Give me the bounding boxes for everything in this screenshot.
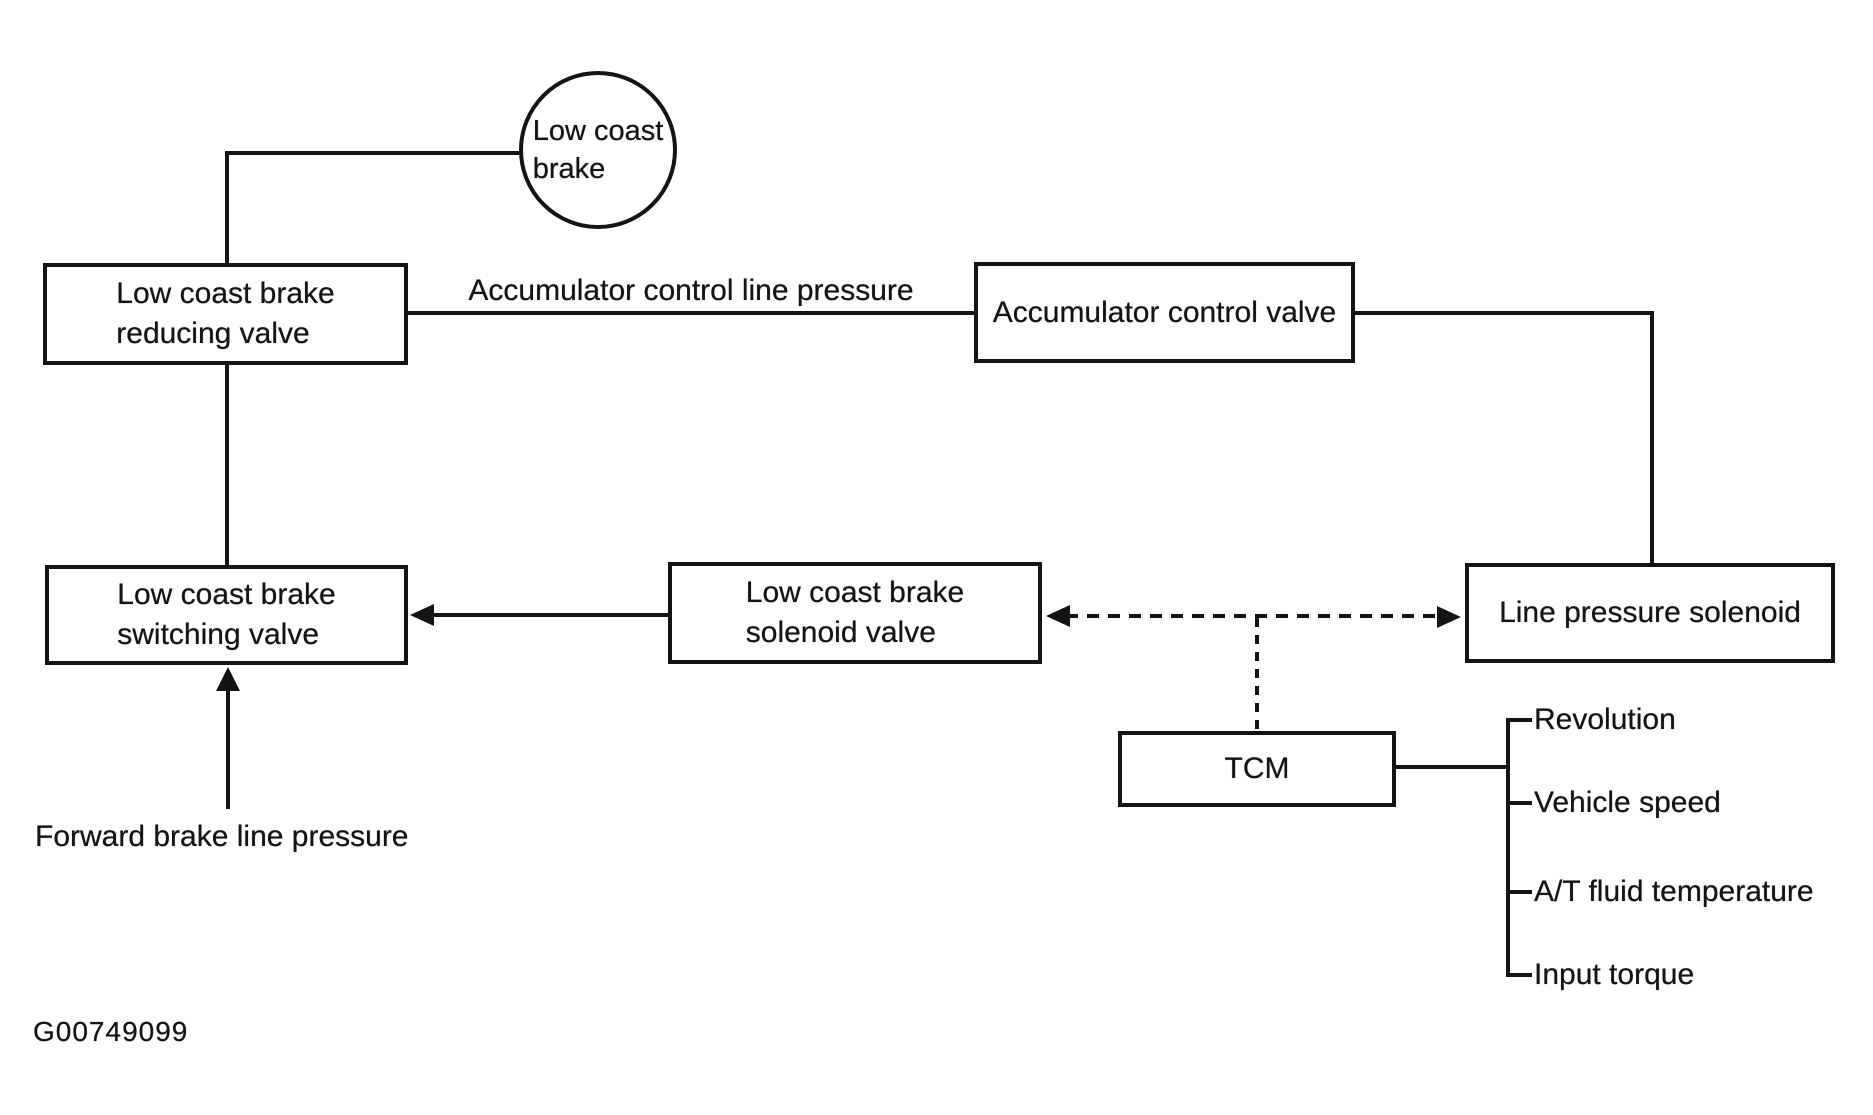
node-low-coast-brake-solenoid-valve: Low coast brake solenoid valve [668, 562, 1042, 664]
node-line-pressure-solenoid: Line pressure solenoid [1465, 563, 1835, 663]
bracket-tick-at-fluid-temperature [1506, 890, 1532, 894]
arrowhead-into-solenoid-valve-icon [1046, 605, 1070, 627]
solenoid-valve-label-line1: Low coast brake [745, 576, 965, 609]
node-low-coast-brake: Low coast brake [519, 71, 677, 229]
reducing-valve-label-line1: Low coast brake [116, 277, 335, 310]
reducing-valve-label-line2: reducing valve [116, 317, 310, 350]
tcm-input-label-at-fluid-temperature: A/T fluid temperature [1534, 875, 1814, 908]
node-low-coast-brake-label-line1: Low coast [532, 115, 664, 147]
edge-label-accumulator-control-line-pressure: Accumulator control line pressure [468, 274, 914, 307]
connector-circle-horizontal [227, 151, 522, 155]
tcm-inputs-bracket [1506, 718, 1510, 977]
connector-tcm-to-bracket [1394, 765, 1510, 769]
connector-reducing-to-accumulator [406, 311, 976, 315]
edge-label-forward-brake-line-pressure: Forward brake line pressure [35, 820, 409, 853]
arrowhead-forward-brake-icon [216, 667, 240, 691]
connector-circle-vertical [225, 151, 229, 267]
connector-down-to-line-pressure-solenoid [1650, 313, 1654, 567]
signal-line-tcm-branch [1255, 618, 1259, 731]
tcm-input-label-vehicle-speed: Vehicle speed [1534, 786, 1721, 819]
node-low-coast-brake-switching-valve: Low coast brake switching valve [45, 565, 408, 665]
tcm-input-label-revolution: Revolution [1534, 703, 1676, 736]
switching-valve-label-line2: switching valve [117, 618, 320, 651]
connector-reducing-to-switching [225, 363, 229, 569]
switching-valve-label-line1: Low coast brake [117, 578, 336, 611]
tcm-label: TCM [1224, 752, 1290, 785]
figure-id: G00749099 [33, 1016, 189, 1047]
node-tcm: TCM [1118, 731, 1396, 807]
arrowhead-into-line-pressure-solenoid-icon [1437, 606, 1461, 628]
line-pressure-solenoid-label: Line pressure solenoid [1499, 596, 1801, 629]
signal-line-solenoids [1066, 614, 1437, 618]
node-low-coast-brake-label-line2: brake [532, 153, 606, 185]
node-low-coast-brake-reducing-valve: Low coast brake reducing valve [43, 263, 408, 365]
connector-accumulator-right [1353, 311, 1654, 315]
connector-solenoid-to-switching [430, 613, 670, 617]
connector-forward-brake-arrow-shaft [226, 688, 230, 809]
arrowhead-into-switching-valve-icon [410, 604, 434, 626]
bracket-tick-revolution [1506, 718, 1532, 722]
node-accumulator-control-valve: Accumulator control valve [974, 262, 1355, 363]
tcm-input-label-input-torque: Input torque [1534, 958, 1695, 991]
accumulator-control-valve-label: Accumulator control valve [992, 295, 1337, 329]
bracket-tick-vehicle-speed [1506, 801, 1532, 805]
solenoid-valve-label-line2: solenoid valve [745, 616, 936, 649]
bracket-tick-input-torque [1506, 973, 1532, 977]
